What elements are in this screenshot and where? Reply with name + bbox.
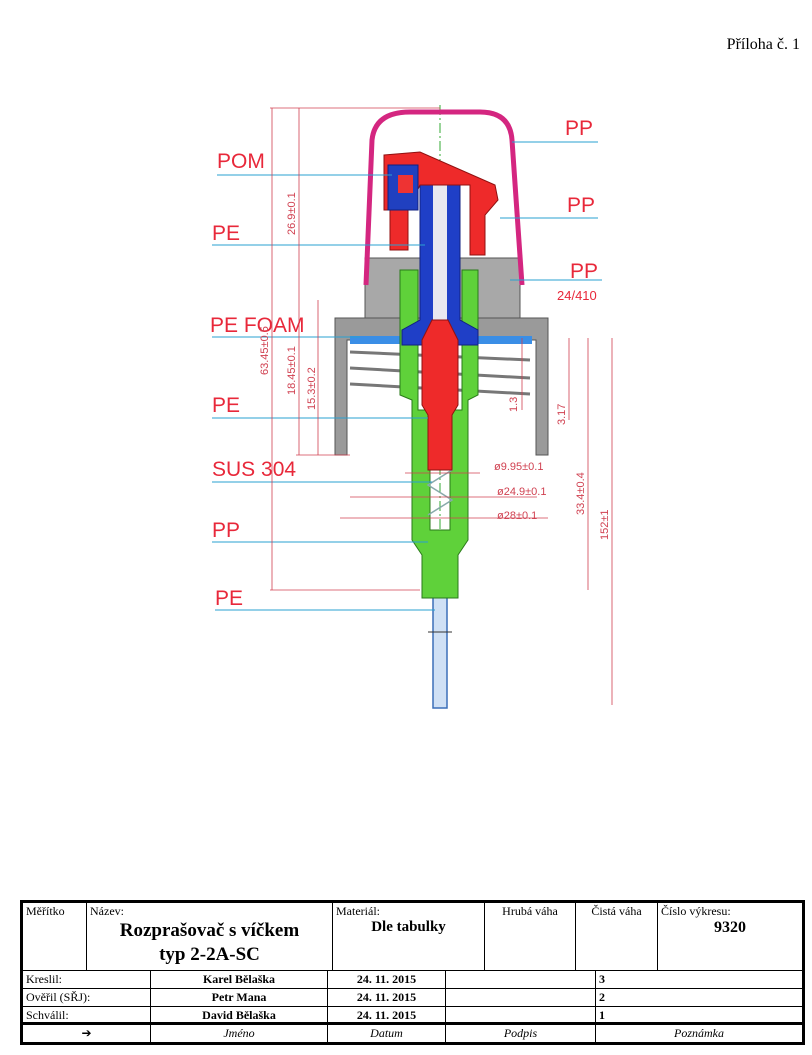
row-name: Karel Bělaška [151, 971, 328, 989]
dim-152: 152±1 [599, 509, 611, 540]
technical-drawing: POM PE PE FOAM PE SUS 304 PP PE PP PP PP… [210, 105, 613, 709]
label-pp-1: PP [565, 117, 593, 140]
label-sus304: SUS 304 [212, 458, 296, 481]
footer-arrow: ➔ [23, 1025, 151, 1044]
row-date: 24. 11. 2015 [328, 1007, 446, 1025]
title-block: Měřítko Název: Rozprašovač s víčkem typ … [20, 900, 805, 1045]
dim-d28: ø28±0.1 [497, 510, 537, 522]
drawing-number-cell: Číslo výkresu: 9320 [658, 903, 802, 971]
material-label: Materiál: [336, 904, 380, 918]
row-rev: 3 [596, 971, 802, 989]
row-role: Schválil: [23, 1007, 151, 1025]
name-line-1: Rozprašovač s víčkem [119, 920, 300, 941]
scale-cell: Měřítko [23, 903, 87, 971]
gross-weight-cell: Hrubá váha [485, 903, 576, 971]
piston [421, 319, 459, 471]
row-date: 24. 11. 2015 [328, 971, 446, 989]
row-role: Ověřil (SŘJ): [23, 989, 151, 1007]
footer-date: Datum [328, 1025, 446, 1044]
dim-63-45: 63.45±0.5 [259, 326, 271, 375]
nozzle-pom [398, 175, 413, 193]
thread-spec: 24/410 [557, 288, 597, 303]
label-pom: POM [217, 150, 265, 173]
row-sign [446, 1007, 596, 1025]
label-pp-3: PP [570, 260, 598, 283]
footer-sign: Podpis [446, 1025, 596, 1044]
dim-1-3: 1.3 [508, 397, 520, 412]
label-pe-3: PE [215, 587, 243, 610]
gross-weight-label: Hrubá váha [502, 904, 558, 918]
row-sign [446, 971, 596, 989]
row-name: Petr Mana [151, 989, 328, 1007]
overcap [363, 109, 525, 286]
net-weight-label: Čistá váha [591, 904, 642, 918]
label-pe-1: PE [212, 222, 240, 245]
dim-d24-9: ø24.9±0.1 [497, 486, 546, 498]
row-role: Kreslil: [23, 971, 151, 989]
dim-26-9: 26.9±0.1 [286, 192, 298, 235]
row-sign [446, 989, 596, 1007]
label-pp-left: PP [212, 519, 240, 542]
label-pe-foam: PE FOAM [210, 314, 305, 337]
stem-bore [433, 178, 447, 328]
row-date: 24. 11. 2015 [328, 989, 446, 1007]
attachment-label: Příloha č. 1 [726, 36, 800, 53]
name-line-2: typ 2-2A-SC [159, 944, 260, 965]
row-name: David Bělaška [151, 1007, 328, 1025]
material-cell: Materiál: Dle tabulky [333, 903, 485, 971]
dimension-lines [270, 107, 613, 705]
drawing-number: 9320 [714, 919, 746, 936]
row-rev: 2 [596, 989, 802, 1007]
row-rev: 1 [596, 1007, 802, 1025]
net-weight-cell: Čistá váha [576, 903, 658, 971]
dim-3-17: 3.17 [556, 404, 568, 425]
label-pe-2: PE [212, 394, 240, 417]
dim-33-4: 33.4±0.4 [575, 472, 587, 515]
material-value: Dle tabulky [371, 919, 446, 935]
dim-d9-95: ø9.95±0.1 [494, 461, 543, 473]
dim-18-45: 18.45±0.1 [286, 346, 298, 395]
footer-name: Jméno [151, 1025, 328, 1044]
dim-15-3: 15.3±0.2 [306, 367, 318, 410]
name-label: Název: [90, 904, 124, 918]
leader-lines [212, 141, 602, 611]
label-pp-2: PP [567, 194, 595, 217]
scale-label: Měřítko [26, 904, 65, 918]
name-cell: Název: Rozprašovač s víčkem typ 2-2A-SC [87, 903, 333, 971]
footer-note: Poznámka [674, 1026, 724, 1040]
drawing-number-label: Číslo výkresu: [661, 904, 731, 918]
